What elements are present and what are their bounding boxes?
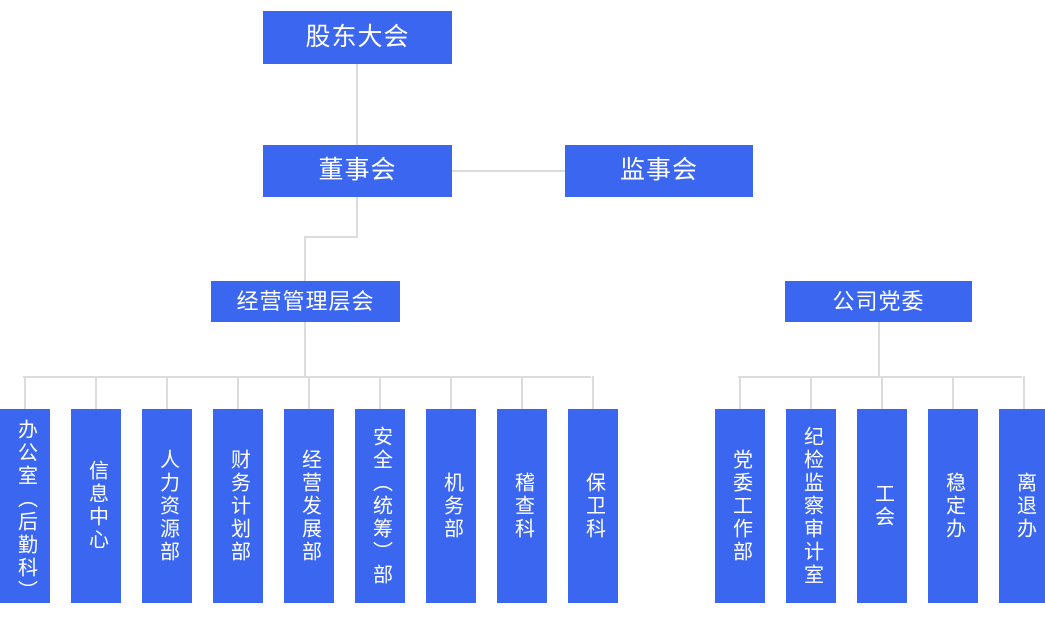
connector-party-dropline: [878, 322, 880, 377]
node-party-department-stub-1: [810, 376, 812, 409]
node-management-department-3[interactable]: 财务计划部: [213, 409, 263, 603]
node-management-department-stub-4: [308, 376, 310, 409]
node-party-department-4[interactable]: 离退办: [999, 409, 1045, 603]
node-management-department-stub-0: [24, 376, 26, 409]
node-management-department-stub-8: [592, 376, 594, 409]
node-management-department-5[interactable]: 安全（统筹）部: [355, 409, 405, 603]
node-board-of-directors[interactable]: 董事会: [263, 145, 452, 197]
node-party-department-stub-4: [1023, 376, 1025, 409]
node-shareholders-meeting[interactable]: 股东大会: [263, 11, 452, 64]
node-board-of-supervisors[interactable]: 监事会: [565, 145, 753, 197]
node-management-department-2[interactable]: 人力资源部: [142, 409, 192, 603]
node-party-department-2[interactable]: 工会: [857, 409, 907, 603]
node-party-department-stub-3: [952, 376, 954, 409]
node-management-department-6[interactable]: 机务部: [426, 409, 476, 603]
connector-board-to-management-seg2: [304, 236, 358, 238]
node-management-department-stub-2: [166, 376, 168, 409]
node-party-department-1[interactable]: 纪检监察审计室: [786, 409, 836, 603]
node-party-department-stub-2: [881, 376, 883, 409]
node-management-department-stub-5: [379, 376, 381, 409]
connector-board-to-management-seg3: [304, 236, 306, 281]
node-management-committee[interactable]: 经营管理层会: [211, 281, 400, 322]
connector-board-to-supervisors: [452, 170, 565, 172]
node-management-department-1[interactable]: 信息中心: [71, 409, 121, 603]
node-management-department-stub-3: [237, 376, 239, 409]
node-management-department-0[interactable]: 办公室（后勤科）: [0, 409, 50, 603]
node-party-department-0[interactable]: 党委工作部: [715, 409, 765, 603]
node-management-department-stub-6: [450, 376, 452, 409]
node-management-department-4[interactable]: 经营发展部: [284, 409, 334, 603]
connector-management-dropline: [304, 322, 306, 377]
node-party-department-stub-0: [739, 376, 741, 409]
connector-board-to-management-seg1: [356, 197, 358, 237]
node-management-department-7[interactable]: 稽查科: [497, 409, 547, 603]
connector-shareholders-to-board: [356, 64, 358, 145]
connector-management-bus: [23, 376, 591, 378]
connector-party-bus: [738, 376, 1022, 378]
node-management-department-stub-7: [521, 376, 523, 409]
node-party-department-3[interactable]: 稳定办: [928, 409, 978, 603]
node-company-party-committee[interactable]: 公司党委: [785, 281, 972, 322]
node-management-department-8[interactable]: 保卫科: [568, 409, 618, 603]
node-management-department-stub-1: [95, 376, 97, 409]
